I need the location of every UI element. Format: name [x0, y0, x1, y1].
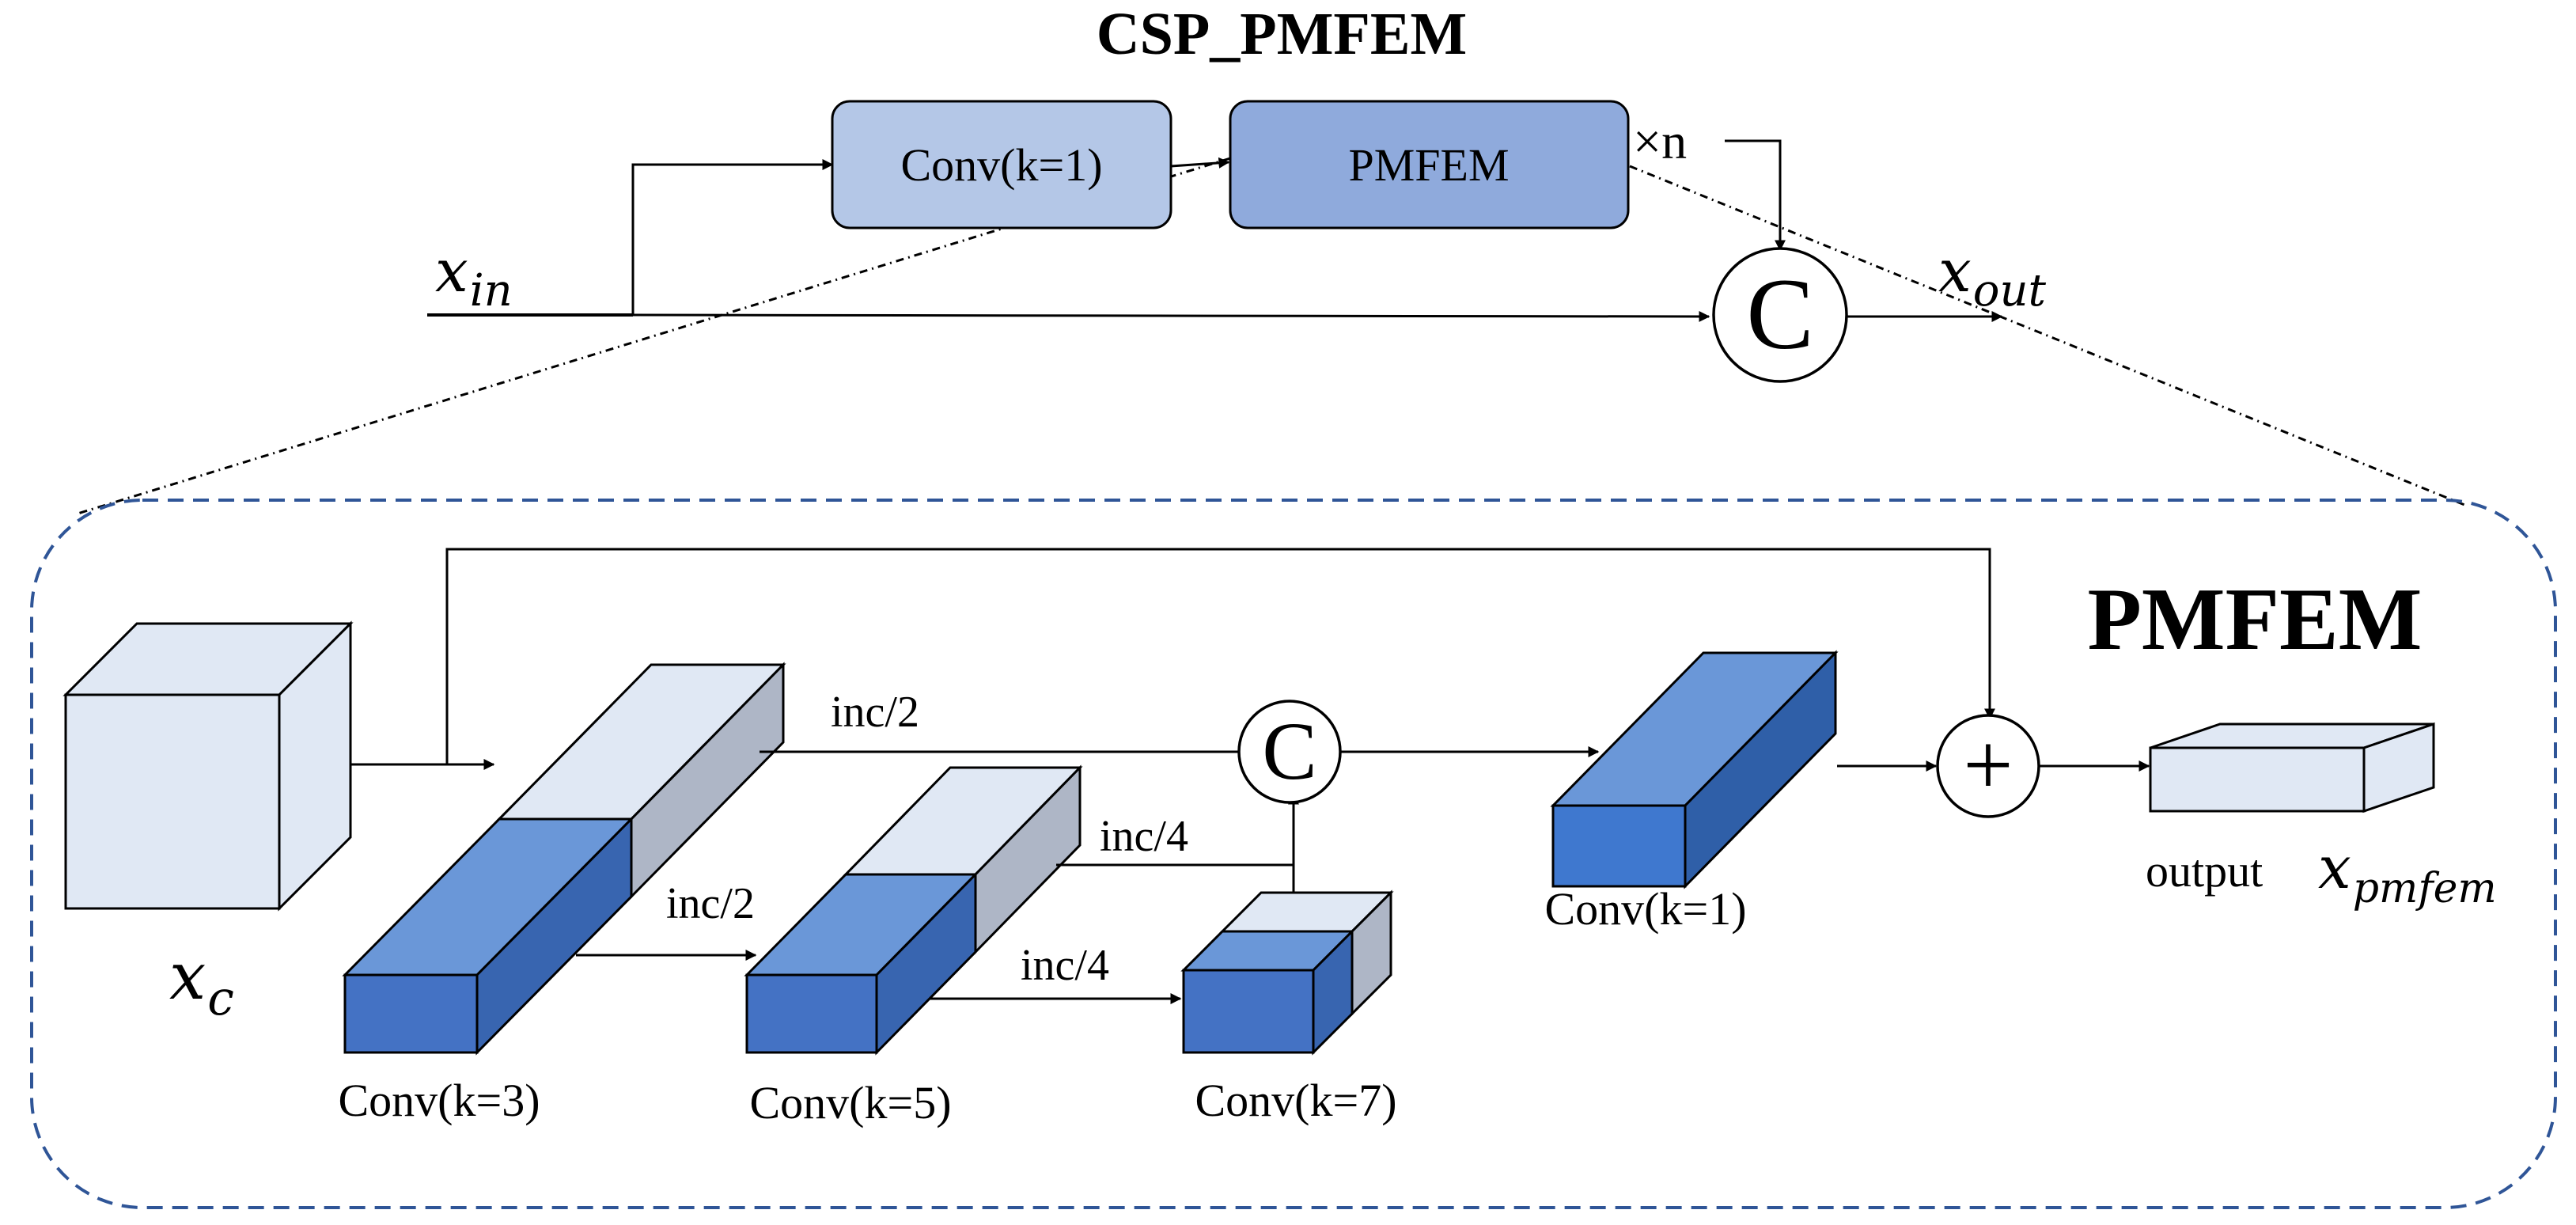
pmfem-box: PMFEM: [1229, 100, 1630, 229]
input-to-conv-arrow: [631, 159, 834, 315]
csp-title: CSP_PMFEM: [1097, 1, 1468, 67]
inc2-low-label: inc/2: [666, 879, 755, 928]
x-c-label: xc: [169, 939, 234, 1026]
add-node: +: [1936, 714, 2040, 818]
bottom-concat-symbol: C: [1262, 706, 1316, 797]
x-in-label: xin: [435, 237, 513, 317]
add-symbol: +: [1963, 716, 2013, 814]
pmfem-detail-title: PMFEM: [2088, 571, 2423, 669]
inc4-low-label: inc/4: [1021, 941, 1109, 990]
pmfem-box-label: PMFEM: [1348, 139, 1509, 191]
pmfem-to-concat-arrow: [1725, 139, 1786, 252]
zoom-line-right: [1629, 165, 2469, 508]
conv5-label: Conv(k=5): [749, 1077, 951, 1128]
zoom-line-left: [74, 157, 1231, 516]
conv1-block: [1550, 650, 1839, 889]
conv1-label: Conv(k=1): [1544, 883, 1746, 935]
bottom-concat-node: C: [1237, 700, 1342, 804]
conv5-block: [744, 764, 1083, 1056]
pmfem-detail-frame: [30, 499, 2557, 1209]
top-concat-symbol: C: [1746, 258, 1813, 370]
conv7-block: [1180, 889, 1394, 1056]
repeat-label: ×n: [1633, 113, 1687, 169]
conv-k1-box: Conv(k=1): [831, 100, 1172, 229]
input-cube: [63, 620, 354, 912]
shortcut-to-concat-arrow: [632, 310, 1710, 322]
inc4-top-label: inc/4: [1100, 812, 1188, 861]
top-concat-node: C: [1712, 247, 1848, 383]
residual-path-arrow: [445, 548, 1995, 764]
conv3-label: Conv(k=3): [338, 1075, 540, 1126]
conv3-block: [342, 662, 786, 1056]
x-pmfem-label: xpmfem: [2318, 834, 2497, 912]
conv7-label: Conv(k=7): [1195, 1075, 1396, 1126]
output-label: output: [2146, 845, 2263, 897]
conv-k1-label: Conv(k=1): [900, 139, 1102, 191]
inc2-top-label: inc/2: [831, 688, 919, 737]
x-out-label: xout: [1938, 237, 2047, 317]
output-block: [2149, 722, 2435, 814]
conv-to-pmfem-arrow: [1170, 157, 1230, 169]
